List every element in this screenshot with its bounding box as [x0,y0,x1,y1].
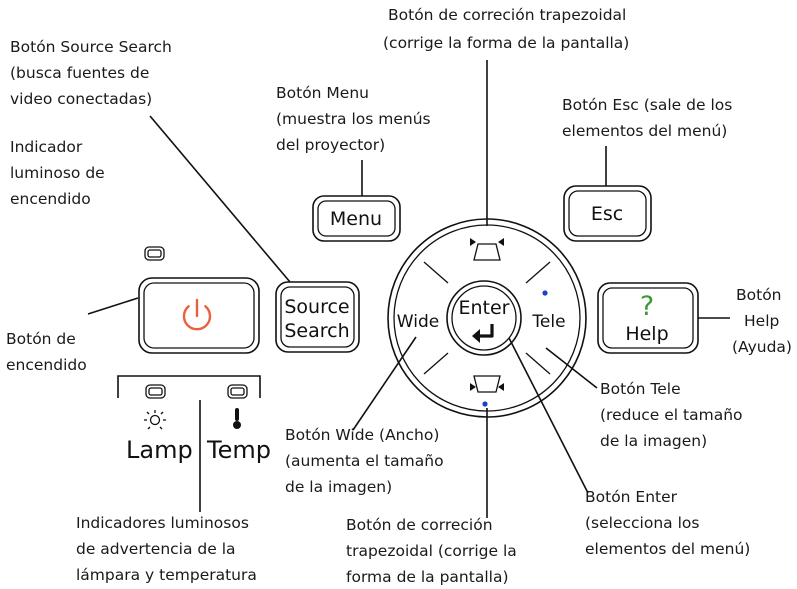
thermometer-icon [233,408,241,429]
svg-text:(Ayuda): (Ayuda) [732,338,792,356]
caption-source-search: Botón Source Search (busca fuentes de vi… [10,38,172,108]
power-button[interactable] [138,277,260,354]
caption-menu: Botón Menu (muestra los menús del proyec… [276,84,431,154]
svg-text:de la imagen): de la imagen) [600,432,707,450]
svg-text:(busca fuentes de: (busca fuentes de [10,64,149,82]
svg-text:luminoso de: luminoso de [10,164,105,182]
svg-text:Botón de correción trapezoidal: Botón de correción trapezoidal [388,6,626,24]
svg-text:(muestra los menús: (muestra los menús [276,110,431,128]
keystone-down-indicator-dot [482,401,488,407]
lamp-icon [144,410,166,430]
svg-text:Esc: Esc [591,203,623,225]
caption-power-indicator: Indicador luminoso de encendido [10,138,105,208]
svg-text:Wide: Wide [397,312,439,332]
caption-keystone-top: Botón de correción trapezoidal (corrige … [383,6,629,52]
caption-help: Botón Help (Ayuda) [732,286,792,356]
svg-text:Help: Help [744,312,779,330]
svg-text:Source: Source [284,296,349,318]
keystone-up-button[interactable] [470,238,504,261]
leader-lines [87,60,730,518]
svg-text:Menu: Menu [330,208,382,230]
caption-warning-indicators: Indicadores luminosos de advertencia de … [76,514,257,584]
leader-source-search [149,115,291,283]
lamp-label: Lamp [126,436,193,464]
svg-text:(reduce el tamaño: (reduce el tamaño [600,406,743,424]
svg-text:(corrige la forma de la pantal: (corrige la forma de la pantalla) [383,34,629,52]
svg-text:(selecciona los: (selecciona los [585,514,699,532]
svg-text:Search: Search [284,320,349,342]
svg-text:video conectadas): video conectadas) [10,90,152,108]
svg-text:Help: Help [625,323,668,345]
svg-text:Indicador: Indicador [10,138,83,156]
help-button[interactable]: ? Help [597,282,699,354]
help-question-icon: ? [640,291,654,322]
esc-button[interactable]: Esc [563,185,652,242]
wide-button[interactable]: Wide [397,312,439,332]
caption-keystone-bottom: Botón de correción trapezoidal (corrige … [346,516,517,586]
svg-text:lámpara y temperatura: lámpara y temperatura [76,566,257,584]
svg-text:encendido: encendido [6,356,87,374]
temp-indicator-light [227,384,248,399]
power-indicator-light [144,246,165,261]
svg-text:de la imagen): de la imagen) [285,478,392,496]
temp-label: Temp [206,436,271,464]
svg-text:Botón de correción: Botón de correción [346,516,493,534]
lamp-indicator-light [145,384,166,399]
svg-text:del proyector): del proyector) [276,136,385,154]
svg-text:Enter: Enter [459,297,510,319]
svg-text:elementos del menú): elementos del menú) [585,540,750,558]
leader-tele [545,347,598,389]
enter-button[interactable]: Enter [446,280,522,356]
svg-text:de advertencia de la: de advertencia de la [76,540,236,558]
svg-text:elementos del menú): elementos del menú) [562,122,727,140]
caption-power-button: Botón de encendido [6,330,87,374]
svg-text:encendido: encendido [10,190,91,208]
leader-power-button [87,297,139,315]
keystone-up-icon [470,238,504,261]
caption-enter: Botón Enter (selecciona los elementos de… [585,488,750,558]
svg-text:(aumenta el tamaño: (aumenta el tamaño [285,452,444,470]
caption-wide: Botón Wide (Ancho) (aumenta el tamaño de… [285,426,444,496]
svg-text:Indicadores luminosos: Indicadores luminosos [76,514,249,532]
keystone-down-icon [470,375,504,393]
svg-text:Botón Menu: Botón Menu [276,84,369,102]
caption-tele: Botón Tele (reduce el tamaño de la image… [600,380,743,450]
svg-text:Botón Enter: Botón Enter [585,488,678,506]
caption-esc: Botón Esc (sale de los elementos del men… [562,96,732,140]
svg-text:Botón: Botón [736,286,782,304]
keystone-down-button[interactable] [470,375,504,407]
source-search-button[interactable]: Source Search [275,281,360,353]
directional-pad: Wide Tele Enter [387,218,587,418]
tele-button[interactable]: Tele [531,290,566,332]
svg-text:Botón Esc (sale de los: Botón Esc (sale de los [562,96,732,114]
svg-text:Botón Tele: Botón Tele [600,380,681,398]
svg-text:Tele: Tele [531,312,565,332]
warning-indicators-panel: Lamp Temp [117,375,271,464]
svg-text:forma de la pantalla): forma de la pantalla) [346,568,509,586]
tele-indicator-dot [542,290,548,296]
leader-enter [508,337,589,494]
leader-wide [352,336,417,431]
menu-button[interactable]: Menu [312,195,401,242]
svg-text:Botón Source Search: Botón Source Search [10,38,172,56]
return-arrow-icon [472,324,494,343]
svg-text:Botón Wide (Ancho): Botón Wide (Ancho) [285,426,439,444]
svg-text:trapezoidal (corrige la: trapezoidal (corrige la [346,542,517,560]
svg-text:Botón de: Botón de [6,330,76,348]
power-icon [182,298,212,331]
